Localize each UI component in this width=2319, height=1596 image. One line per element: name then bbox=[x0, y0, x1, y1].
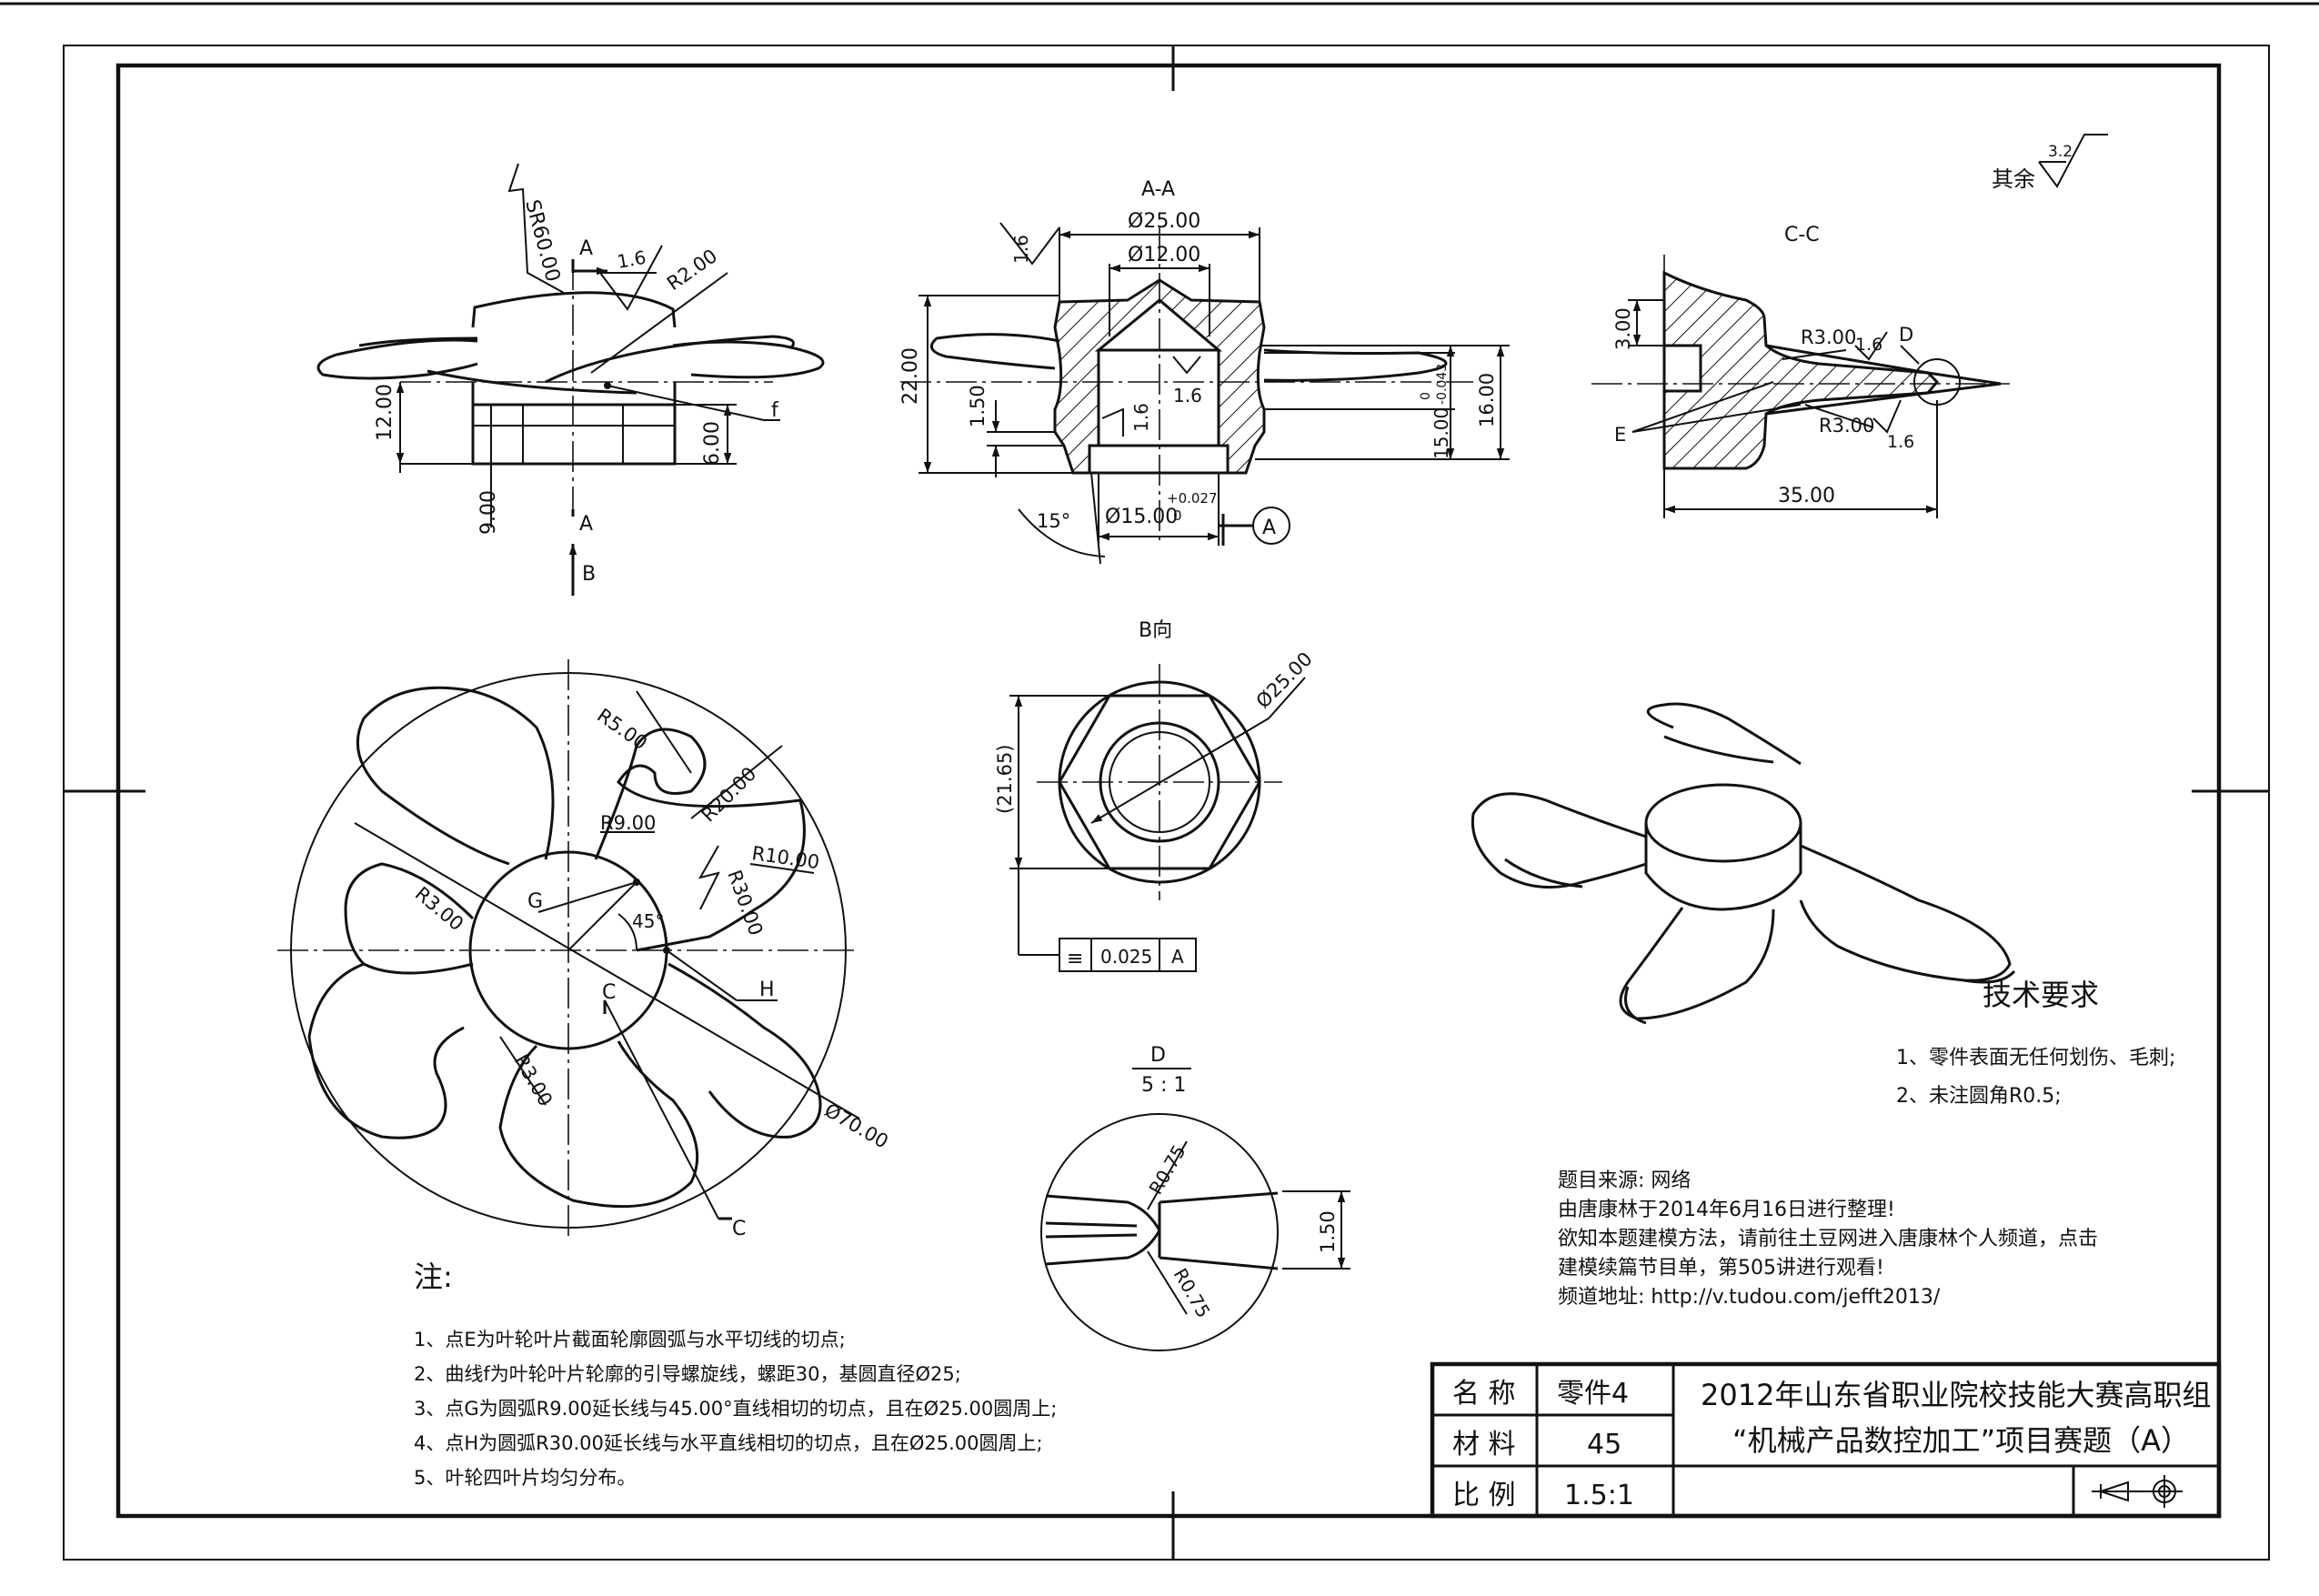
svg-text:45°: 45° bbox=[632, 910, 664, 932]
section-cc-view: C-C 3.00 R3.00 1.6 D E R3.00 1.6 bbox=[1591, 224, 2010, 518]
tech-requirements: 技术要求 1、零件表面无任何划伤、毛刺; 2、未注圆角R0.5; bbox=[1896, 978, 2175, 1108]
svg-text:1、点E为叶轮叶片截面轮廓圆弧与水平切线的切点;: 1、点E为叶轮叶片截面轮廓圆弧与水平切线的切点; bbox=[414, 1329, 846, 1350]
isometric-view bbox=[1471, 702, 2016, 1025]
svg-text:(21.65): (21.65) bbox=[994, 744, 1016, 814]
svg-text:B向: B向 bbox=[1139, 619, 1172, 642]
svg-text:6.00: 6.00 bbox=[701, 421, 724, 466]
svg-text:1、零件表面无任何划伤、毛刺;: 1、零件表面无任何划伤、毛刺; bbox=[1896, 1047, 2175, 1069]
svg-text:16.00: 16.00 bbox=[1476, 373, 1498, 427]
top-view: R5.00 R20.00 R9.00 R10.00 R30.00 R3.00 R… bbox=[277, 659, 892, 1241]
svg-text:+0.027: +0.027 bbox=[1167, 490, 1218, 507]
svg-text:A: A bbox=[1262, 517, 1276, 539]
svg-text:5、叶轮四叶片均匀分布。: 5、叶轮四叶片均匀分布。 bbox=[414, 1467, 636, 1489]
svg-text:H: H bbox=[759, 979, 775, 1001]
svg-text:R3.00: R3.00 bbox=[1801, 326, 1856, 348]
svg-text:R3.00: R3.00 bbox=[510, 1051, 557, 1110]
svg-text:A: A bbox=[579, 513, 593, 536]
svg-text:欲知本题建模方法，请前往土豆网进入唐康林个人频道，点击: 欲知本题建模方法，请前往土豆网进入唐康林个人频道，点击 bbox=[1558, 1228, 2098, 1250]
svg-text:题目来源: 网络: 题目来源: 网络 bbox=[1558, 1169, 1691, 1192]
svg-text:3.2: 3.2 bbox=[2048, 143, 2073, 161]
svg-text:频道地址: http://v.tudou.com/jefft: 频道地址: http://v.tudou.com/jefft2013/ bbox=[1558, 1286, 1941, 1309]
svg-text:3、点G为圆弧R9.00延长线与45.00°直线相切的切点，: 3、点G为圆弧R9.00延长线与45.00°直线相切的切点，且在Ø25.00圆周… bbox=[414, 1398, 1057, 1420]
svg-text:12.00: 12.00 bbox=[374, 384, 397, 441]
svg-text:名 称: 名 称 bbox=[1452, 1378, 1516, 1410]
svg-text:R3.00: R3.00 bbox=[1819, 415, 1874, 437]
svg-text:由唐康林于2014年6月16日进行整理!: 由唐康林于2014年6月16日进行整理! bbox=[1558, 1199, 1895, 1221]
svg-text:技术要求: 技术要求 bbox=[1983, 978, 2099, 1012]
svg-text:4、点H为圆弧R30.00延长线与水平直线相切的切点，且在Ø: 4、点H为圆弧R30.00延长线与水平直线相切的切点，且在Ø25.00圆周上; bbox=[414, 1432, 1043, 1454]
svg-text:35.00: 35.00 bbox=[1778, 485, 1835, 507]
svg-text:0: 0 bbox=[1173, 507, 1182, 524]
svg-text:G: G bbox=[527, 890, 543, 913]
svg-text:5 : 1: 5 : 1 bbox=[1141, 1074, 1186, 1097]
svg-text:其余: 其余 bbox=[1992, 166, 2035, 192]
svg-text:A: A bbox=[579, 237, 593, 260]
svg-text:2、曲线f为叶轮叶片轮廓的引导螺旋线，螺距30，基圆直径Ø2: 2、曲线f为叶轮叶片轮廓的引导螺旋线，螺距30，基圆直径Ø25; bbox=[414, 1363, 961, 1385]
detail-d: D 5 : 1 1.50 R0.75 R0.75 bbox=[1040, 1044, 1350, 1351]
svg-text:注:: 注: bbox=[414, 1260, 453, 1294]
svg-text:R0.75: R0.75 bbox=[1170, 1265, 1215, 1322]
svg-text:22.00: 22.00 bbox=[899, 347, 922, 405]
svg-text:R20.00: R20.00 bbox=[698, 763, 761, 827]
svg-text:C: C bbox=[602, 981, 616, 1004]
section-aa-view: A-A Ø25.00 Ø12.00 1.6 22.00 bbox=[899, 178, 1510, 565]
notes: 注: 1、点E为叶轮叶片截面轮廓圆弧与水平切线的切点; 2、曲线f为叶轮叶片轮廓… bbox=[414, 1260, 1057, 1489]
svg-text:45: 45 bbox=[1587, 1429, 1621, 1460]
svg-text:R9.00: R9.00 bbox=[600, 812, 656, 834]
svg-text:1.6: 1.6 bbox=[616, 246, 648, 273]
source-note: 题目来源: 网络 由唐康林于2014年6月16日进行整理! 欲知本题建模方法，请… bbox=[1558, 1169, 2098, 1309]
svg-text:比 例: 比 例 bbox=[1452, 1480, 1516, 1511]
svg-text:2012年山东省职业院校技能大赛高职组: 2012年山东省职业院校技能大赛高职组 bbox=[1701, 1378, 2211, 1412]
projection-symbol-icon bbox=[2092, 1475, 2183, 1508]
view-b: B向 Ø25.00 (21.65) ≡ 0.025 A bbox=[994, 619, 1317, 972]
svg-text:2、未注圆角R0.5;: 2、未注圆角R0.5; bbox=[1896, 1085, 2062, 1108]
svg-text:E: E bbox=[1614, 424, 1626, 446]
title-block: 名 称 零件4 材 料 45 比 例 1.5:1 2012年山东省职业院校技能大… bbox=[1430, 1361, 2222, 1519]
svg-text:1.50: 1.50 bbox=[1317, 1210, 1339, 1253]
svg-text:≡: ≡ bbox=[1067, 948, 1083, 970]
svg-text:R2.00: R2.00 bbox=[663, 245, 721, 295]
svg-text:1.6: 1.6 bbox=[1130, 403, 1152, 432]
roughness-general: 其余 3.2 bbox=[1992, 134, 2108, 192]
svg-text:零件4: 零件4 bbox=[1557, 1378, 1629, 1410]
svg-text:15.00: 15.00 bbox=[1431, 407, 1452, 459]
svg-text:Ø70.00: Ø70.00 bbox=[821, 1099, 892, 1153]
svg-text:15°: 15° bbox=[1037, 510, 1070, 532]
svg-text:0: 0 bbox=[1419, 392, 1433, 400]
svg-text:3.00: 3.00 bbox=[1612, 307, 1634, 350]
svg-text:A: A bbox=[1171, 946, 1184, 968]
svg-text:D: D bbox=[1150, 1044, 1166, 1067]
svg-text:1.6: 1.6 bbox=[1010, 235, 1032, 264]
svg-text:R5.00: R5.00 bbox=[593, 704, 651, 754]
svg-text:1.50: 1.50 bbox=[967, 385, 989, 427]
svg-text:0.025: 0.025 bbox=[1100, 946, 1152, 968]
svg-text:Ø25.00: Ø25.00 bbox=[1128, 210, 1200, 233]
svg-text:1.6: 1.6 bbox=[1855, 335, 1882, 355]
svg-text:Ø12.00: Ø12.00 bbox=[1128, 244, 1200, 266]
svg-text:“机械产品数控加工”项目赛题（A）: “机械产品数控加工”项目赛题（A） bbox=[1732, 1423, 2190, 1458]
svg-text:D: D bbox=[1899, 324, 1913, 346]
svg-text:1.5:1: 1.5:1 bbox=[1564, 1480, 1634, 1511]
svg-text:9.00: 9.00 bbox=[477, 490, 500, 535]
svg-text:f: f bbox=[771, 399, 779, 422]
svg-text:C: C bbox=[732, 1218, 746, 1240]
svg-text:R0.75: R0.75 bbox=[1145, 1141, 1190, 1199]
svg-text:-0.043: -0.043 bbox=[1435, 364, 1450, 405]
svg-text:Ø15.00: Ø15.00 bbox=[1105, 506, 1178, 528]
svg-text:R30.00: R30.00 bbox=[723, 868, 767, 939]
svg-text:A-A: A-A bbox=[1141, 178, 1175, 201]
svg-text:1.6: 1.6 bbox=[1887, 432, 1914, 452]
svg-text:Ø25.00: Ø25.00 bbox=[1252, 647, 1317, 712]
front-view: A A B SR60.00 1.6 R2.00 f 12.00 9.00 6.0… bbox=[316, 163, 825, 596]
svg-text:B: B bbox=[582, 563, 596, 586]
svg-text:建模续篇节目单，第505讲进行观看!: 建模续篇节目单，第505讲进行观看! bbox=[1558, 1257, 1884, 1280]
sheet-frame bbox=[0, 2, 2319, 1561]
svg-text:1.6: 1.6 bbox=[1173, 385, 1202, 407]
svg-text:C-C: C-C bbox=[1784, 224, 1820, 246]
svg-text:材 料: 材 料 bbox=[1452, 1429, 1516, 1460]
